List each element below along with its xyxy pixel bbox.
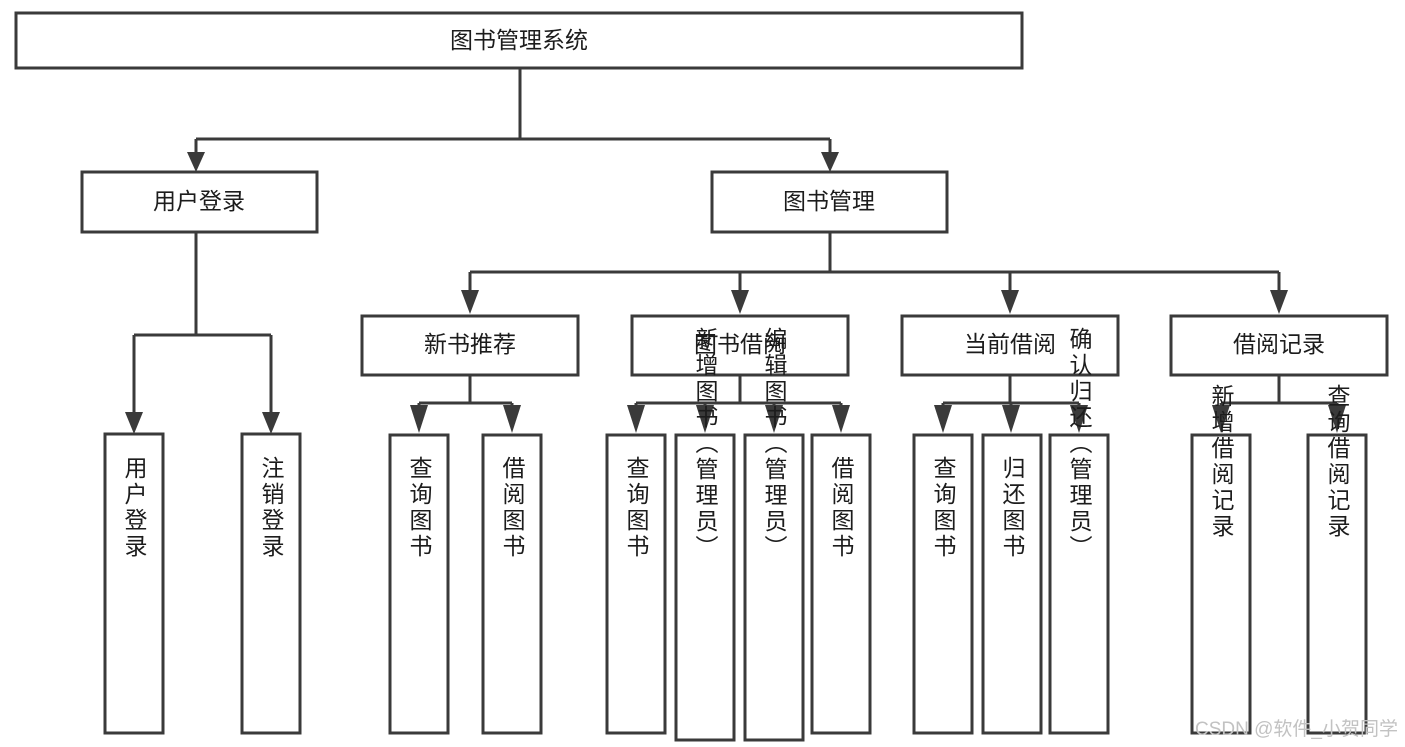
arrow-to-leaf-borrow-book-2 [832,405,850,433]
node-leaf-edit-book-label: 编辑图书（管理员） [761,327,788,561]
node-leaf-edit-book-box[interactable] [743,433,805,742]
arrow-to-book-management [821,152,839,172]
node-leaf-add-book-box[interactable] [674,433,736,742]
arrow-to-leaf-return-book [1002,405,1020,433]
node-root-box[interactable] [14,11,1024,70]
node-leaf-add-record-box[interactable] [1190,433,1252,735]
node-leaf-add-book[interactable]: 新增图书（管理员） [674,327,736,742]
node-user-login[interactable]: 用户登录 [80,170,319,234]
node-leaf-query-book-1[interactable]: 查询图书 [388,433,450,735]
node-leaf-add-record[interactable]: 新增借阅记录 [1190,384,1252,735]
node-leaf-query-record-box[interactable] [1306,433,1368,735]
arrow-to-leaf-query-book-2 [627,405,645,433]
node-leaf-user-login-label: 用户登录 [121,456,148,560]
arrow-to-leaf-query-book-1 [410,405,428,433]
node-user-login-box[interactable] [80,170,319,234]
node-leaf-user-logout[interactable]: 注销登录 [240,432,302,735]
node-leaf-query-book-2[interactable]: 查询图书 [605,433,667,735]
node-leaf-add-book-label: 新增图书（管理员） [692,327,719,561]
node-book-management-label: 图书管理 [783,188,875,214]
node-leaf-add-record-label: 新增借阅记录 [1208,384,1235,540]
node-leaf-query-book-1-box[interactable] [388,433,450,735]
arrow-to-new-book-recommend [461,290,479,314]
node-leaf-query-book-3[interactable]: 查询图书 [912,433,974,735]
node-leaf-query-book-3-box[interactable] [912,433,974,735]
node-borrow-record[interactable]: 借阅记录 [1169,314,1389,377]
node-leaf-confirm-return-box[interactable] [1048,433,1110,735]
node-leaf-query-book-1-label: 查询图书 [406,456,433,560]
connector-layer [125,68,1346,434]
arrow-to-leaf-add-record [1212,405,1230,433]
node-leaf-query-record[interactable]: 查询借阅记录 [1306,384,1368,735]
node-borrow-record-box[interactable] [1169,314,1389,377]
node-leaf-borrow-book-2[interactable]: 借阅图书 [810,433,872,735]
arrow-to-leaf-add-book [696,405,714,433]
arrow-to-leaf-edit-book [765,405,783,433]
node-leaf-user-login-box[interactable] [103,432,165,735]
node-new-book-recommend[interactable]: 新书推荐 [360,314,580,377]
arrow-to-leaf-borrow-book-1 [503,405,521,433]
node-borrow-record-label: 借阅记录 [1233,331,1325,357]
arrow-to-leaf-user-login [125,412,143,434]
arrow-to-leaf-user-logout [262,412,280,434]
node-leaf-confirm-return-label: 确认归还（管理员） [1066,327,1093,561]
node-book-management[interactable]: 图书管理 [710,170,949,234]
node-leaf-borrow-book-1[interactable]: 借阅图书 [481,433,543,735]
arrow-to-leaf-confirm-return [1070,405,1088,433]
node-leaf-borrow-book-1-box[interactable] [481,433,543,735]
arrow-to-current-borrow [1001,290,1019,314]
node-leaf-return-book-box[interactable] [981,433,1043,735]
arrow-to-user-login [187,152,205,172]
node-leaf-query-book-2-box[interactable] [605,433,667,735]
node-leaf-user-logout-label: 注销登录 [258,456,285,560]
node-current-borrow[interactable]: 当前借阅 [900,314,1120,377]
node-book-borrow[interactable]: 图书借阅 [630,314,850,377]
node-leaf-return-book[interactable]: 归还图书 [981,433,1043,735]
node-book-management-box[interactable] [710,170,949,234]
node-book-borrow-box[interactable] [630,314,850,377]
arrow-to-book-borrow [731,290,749,314]
arrow-to-borrow-record [1270,290,1288,314]
node-leaf-edit-book[interactable]: 编辑图书（管理员） [743,327,805,742]
node-leaf-borrow-book-1-label: 借阅图书 [499,456,526,560]
node-root[interactable]: 图书管理系统 [14,11,1024,70]
node-root-label: 图书管理系统 [450,27,588,53]
node-leaf-query-book-2-label: 查询图书 [623,456,650,560]
arrow-to-leaf-query-book-3 [934,405,952,433]
node-leaf-user-login[interactable]: 用户登录 [103,432,165,735]
node-new-book-recommend-label: 新书推荐 [424,331,516,357]
node-user-login-label: 用户登录 [153,188,245,214]
arrow-to-leaf-query-record [1328,405,1346,433]
node-book-borrow-label: 图书借阅 [694,331,786,357]
node-leaf-borrow-book-2-label: 借阅图书 [828,456,855,560]
node-leaf-confirm-return[interactable]: 确认归还（管理员） [1048,327,1110,735]
watermark-label: CSDN @软件_小贺同学 [1195,718,1398,740]
node-leaf-user-logout-box[interactable] [240,432,302,735]
node-current-borrow-box[interactable] [900,314,1120,377]
node-leaf-borrow-book-2-box[interactable] [810,433,872,735]
node-leaf-return-book-label: 归还图书 [999,456,1026,560]
node-current-borrow-label: 当前借阅 [964,331,1056,357]
node-leaf-query-record-label: 查询借阅记录 [1324,384,1351,540]
node-new-book-recommend-box[interactable] [360,314,580,377]
node-leaf-query-book-3-label: 查询图书 [930,456,957,560]
